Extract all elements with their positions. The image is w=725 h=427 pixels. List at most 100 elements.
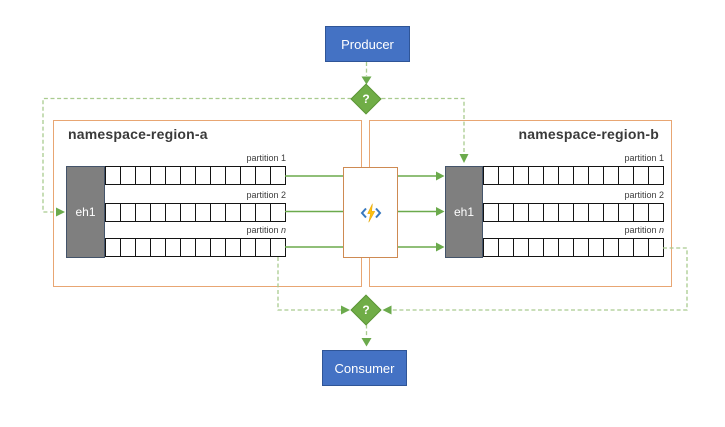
partition-row: partition 1 <box>483 153 664 185</box>
partition-cell <box>588 166 604 185</box>
partition-cell <box>528 166 544 185</box>
partition-cell <box>180 166 196 185</box>
partition-cell <box>528 238 544 257</box>
partition-cell <box>558 238 574 257</box>
partition-cell <box>105 238 121 257</box>
partition-cell <box>135 238 151 257</box>
partition-cell <box>543 238 559 257</box>
routing-decision-top: ? <box>350 83 382 115</box>
partition-cell <box>588 238 604 257</box>
partition-cell <box>558 203 574 222</box>
partition-cell <box>513 203 529 222</box>
event-hub-b: eh1 <box>445 166 483 258</box>
partition-label: partition 1 <box>246 153 286 163</box>
partition-cell <box>135 166 151 185</box>
partition-cell <box>270 166 286 185</box>
partition-row: partition n <box>483 225 664 257</box>
partition-cell <box>255 238 271 257</box>
partition-cell <box>498 238 514 257</box>
partition-row: partition 1 <box>105 153 286 185</box>
event-hubs-icon <box>360 203 381 222</box>
partition-cell <box>588 203 604 222</box>
question-mark-label: ? <box>362 92 370 106</box>
partition-cell <box>165 166 181 185</box>
partition-label: partition 2 <box>624 190 664 200</box>
arrowhead-into-bottom-diamond-right <box>382 305 392 315</box>
partition-cell <box>483 203 499 222</box>
partition-cell <box>603 203 619 222</box>
partition-label: partition n <box>246 225 286 235</box>
partition-cell <box>648 203 664 222</box>
partition-cell <box>195 203 211 222</box>
partition-cell <box>633 238 649 257</box>
partition-cell <box>603 166 619 185</box>
partition-label: partition 2 <box>246 190 286 200</box>
event-hub-a-label: eh1 <box>75 205 96 219</box>
namespace-region-a-label: namespace-region-a <box>68 126 208 142</box>
partition-row: partition 2 <box>483 190 664 222</box>
partition-label: partition n <box>624 225 664 235</box>
partition-cell <box>180 203 196 222</box>
partition-cells <box>483 203 664 222</box>
partition-cell <box>210 238 226 257</box>
partition-cell <box>648 238 664 257</box>
consumer-label: Consumer <box>334 360 395 376</box>
producer-label: Producer <box>341 36 394 52</box>
arrowhead-into-bottom-diamond-left <box>341 305 350 315</box>
partition-cell <box>105 166 121 185</box>
consumer-node: Consumer <box>322 350 407 386</box>
partition-cell <box>483 166 499 185</box>
partition-label: partition 1 <box>624 153 664 163</box>
partition-cell <box>603 238 619 257</box>
partition-row: partition n <box>105 225 286 257</box>
partition-cell <box>180 238 196 257</box>
partition-cell <box>633 166 649 185</box>
partition-cell <box>618 238 634 257</box>
producer-node: Producer <box>325 26 410 62</box>
partition-cells <box>105 238 286 257</box>
routing-decision-bottom: ? <box>350 294 382 326</box>
partition-cell <box>225 166 241 185</box>
partition-cell <box>618 203 634 222</box>
partition-cell <box>543 166 559 185</box>
partition-cell <box>558 166 574 185</box>
partition-cell <box>633 203 649 222</box>
partition-cell <box>210 166 226 185</box>
partition-cell <box>240 203 256 222</box>
partition-cell <box>120 166 136 185</box>
partition-cell <box>498 203 514 222</box>
namespace-region-b-label: namespace-region-b <box>518 126 659 142</box>
partition-cell <box>120 203 136 222</box>
partition-cell <box>483 238 499 257</box>
partition-cell <box>150 203 166 222</box>
partition-cells <box>483 238 664 257</box>
partition-cell <box>573 203 589 222</box>
partition-cell <box>165 203 181 222</box>
partition-cell <box>165 238 181 257</box>
partition-cell <box>513 166 529 185</box>
event-hub-a: eh1 <box>66 166 105 258</box>
partition-cell <box>270 203 286 222</box>
partition-cell <box>270 238 286 257</box>
partition-cell <box>498 166 514 185</box>
partition-cell <box>135 203 151 222</box>
partition-cell <box>210 203 226 222</box>
partition-cell <box>255 166 271 185</box>
event-hub-b-label: eh1 <box>453 205 475 219</box>
partition-cells <box>483 166 664 185</box>
question-mark-label: ? <box>362 303 370 317</box>
partition-row: partition 2 <box>105 190 286 222</box>
partition-cell <box>225 203 241 222</box>
partition-cell <box>255 203 271 222</box>
partition-cell <box>528 203 544 222</box>
arrowhead-into-consumer <box>361 338 372 347</box>
partition-cell <box>195 166 211 185</box>
partition-cell <box>225 238 241 257</box>
event-hubs-replication-box <box>343 167 398 258</box>
partition-cell <box>120 238 136 257</box>
partition-cell <box>513 238 529 257</box>
partition-cell <box>648 166 664 185</box>
partition-cell <box>618 166 634 185</box>
partition-cell <box>150 238 166 257</box>
